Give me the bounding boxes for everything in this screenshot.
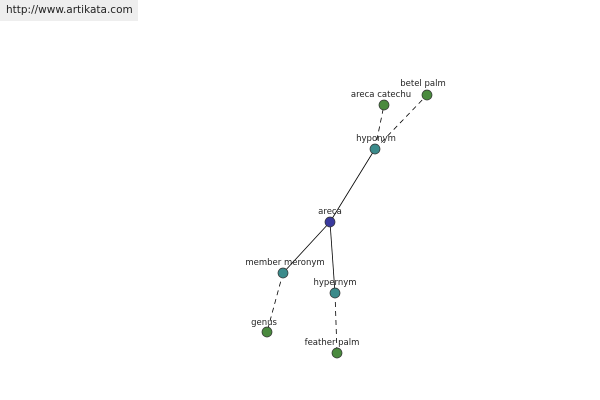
edge-areca-hyponym: [329, 148, 376, 223]
node-hypernym[interactable]: [329, 287, 341, 299]
label-areca-catechu: areca catechu: [351, 90, 411, 100]
node-genus[interactable]: [261, 326, 273, 338]
node-hyponym[interactable]: [369, 143, 381, 155]
label-feather-palm: feather palm: [305, 338, 360, 348]
edge-member-meronym-genus: [266, 272, 284, 333]
label-genus: genus: [251, 318, 277, 328]
edge-hypernym-feather-palm: [334, 292, 338, 354]
url-bar: http://www.artikata.com: [0, 0, 138, 21]
label-betel-palm: betel palm: [400, 79, 446, 89]
edge-hyponym-betel-palm: [374, 94, 428, 150]
graph-nodes: [261, 89, 433, 359]
edge-areca-hypernym: [329, 221, 336, 294]
node-betel-palm[interactable]: [421, 89, 433, 101]
label-hyponym: hyponym: [356, 134, 396, 144]
edge-hyponym-areca-catechu: [374, 104, 385, 150]
label-hypernym: hypernym: [313, 278, 356, 288]
site-url[interactable]: http://www.artikata.com: [6, 4, 133, 16]
label-member-meronym: member meronym: [245, 258, 324, 268]
node-feather-palm[interactable]: [331, 347, 343, 359]
edge-areca-member-meronym: [282, 221, 331, 274]
graph-labels: areca catechu betel palm hyponym areca m…: [245, 79, 445, 348]
node-areca[interactable]: [324, 216, 336, 228]
node-areca-catechu[interactable]: [378, 99, 390, 111]
node-member-meronym[interactable]: [277, 267, 289, 279]
label-areca: areca: [318, 207, 342, 217]
graph-edges: [266, 94, 428, 354]
